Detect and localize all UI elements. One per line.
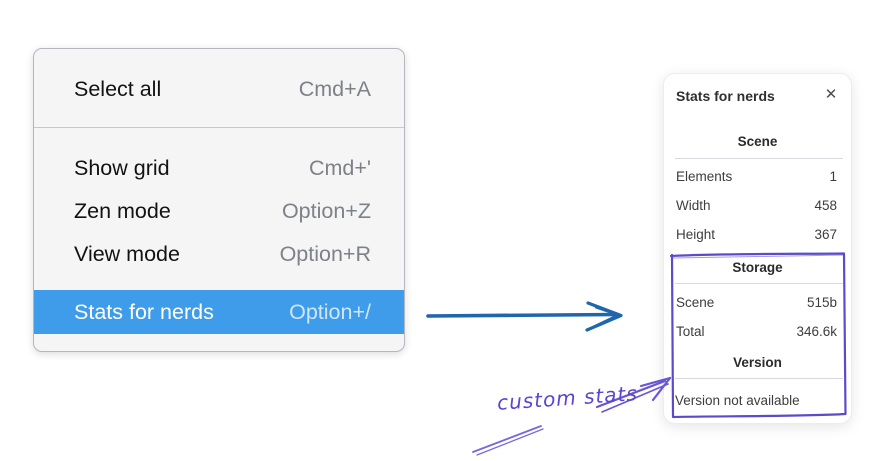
version-note: Version not available — [675, 393, 800, 408]
menu-item-show-grid[interactable]: Show grid Cmd+' — [34, 147, 404, 190]
stat-value: 346.6k — [796, 324, 837, 339]
stat-label: Elements — [676, 169, 733, 184]
section-heading-scene: Scene — [737, 134, 778, 149]
stat-label: Scene — [676, 295, 715, 310]
stat-row-height: Height 367 — [676, 226, 837, 244]
menu-item-shortcut: Cmd+A — [298, 76, 371, 101]
menu-separator — [34, 127, 404, 128]
custom-stats-label: custom stats — [496, 381, 639, 415]
annotation-underline-arrow — [472, 425, 544, 456]
menu-item-stats-for-nerds[interactable]: Stats for nerds Option+/ — [34, 290, 404, 334]
stat-label: Width — [676, 198, 711, 213]
menu-item-view-mode[interactable]: View mode Option+R — [34, 233, 404, 276]
section-divider — [675, 283, 843, 284]
stat-value: 367 — [814, 227, 837, 242]
menu-item-shortcut: Option+R — [279, 242, 371, 266]
section-divider — [675, 378, 843, 379]
stat-value: 515b — [806, 295, 837, 310]
section-heading-storage: Storage — [732, 260, 783, 275]
blue-arrow — [426, 301, 623, 332]
section-heading-version: Version — [733, 355, 782, 370]
menu-item-label: View mode — [74, 242, 180, 266]
menu-item-shortcut: Option+Z — [281, 199, 371, 223]
stat-value: 458 — [814, 198, 837, 213]
menu-item-label: Stats for nerds — [74, 299, 214, 324]
menu-item-zen-mode[interactable]: Zen mode Option+Z — [34, 190, 404, 233]
stat-label: Height — [676, 227, 716, 242]
stats-panel: Stats for nerds ✕ Scene Elements 1 Width… — [663, 73, 852, 424]
stats-panel-title: Stats for nerds — [676, 88, 775, 104]
menu-item-select-all[interactable]: Select all Cmd+A — [34, 67, 404, 111]
stat-label: Total — [676, 324, 705, 339]
stat-row-width: Width 458 — [676, 197, 837, 215]
menu-item-label: Zen mode — [74, 199, 171, 223]
stat-row-elements: Elements 1 — [676, 168, 837, 186]
stat-row-total-storage: Total 346.6k — [676, 323, 837, 341]
close-icon[interactable]: ✕ — [824, 86, 838, 103]
section-divider — [675, 158, 843, 159]
stat-value: 1 — [829, 169, 837, 184]
menu-item-label: Show grid — [74, 156, 170, 180]
stat-row-scene-storage: Scene 515b — [676, 294, 837, 312]
context-menu: Select all Cmd+A Show grid Cmd+' Zen mod… — [33, 48, 405, 352]
menu-item-label: Select all — [74, 76, 162, 101]
menu-item-shortcut: Option+/ — [289, 299, 371, 324]
menu-item-shortcut: Cmd+' — [308, 156, 371, 180]
